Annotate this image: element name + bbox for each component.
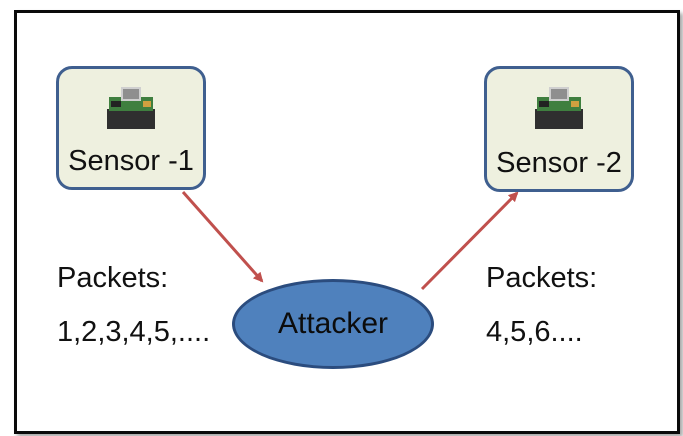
- sensor-1-node: Sensor -1: [56, 66, 206, 190]
- sensor-board-icon: [107, 87, 155, 129]
- packets-left-title: Packets:: [57, 262, 169, 294]
- arrow-sensor1-to-attacker: [181, 191, 264, 283]
- packets-right-title: Packets:: [486, 262, 598, 294]
- packets-right: Packets: 4,5,6....: [486, 251, 597, 359]
- packets-left-values: 1,2,3,4,5,....: [57, 316, 211, 348]
- sensor-2-label: Sensor -2: [496, 147, 622, 179]
- arrow-attacker-to-sensor2: [420, 191, 519, 291]
- sensor-board-icon: [535, 87, 583, 129]
- sensor-1-label: Sensor -1: [68, 145, 194, 177]
- attacker-label: Attacker: [277, 307, 389, 340]
- packets-left: Packets: 1,2,3,4,5,....: [57, 251, 210, 359]
- sensor-2-node: Sensor -2: [484, 66, 634, 192]
- packets-right-values: 4,5,6....: [486, 316, 583, 348]
- attacker-node: Attacker: [232, 279, 434, 369]
